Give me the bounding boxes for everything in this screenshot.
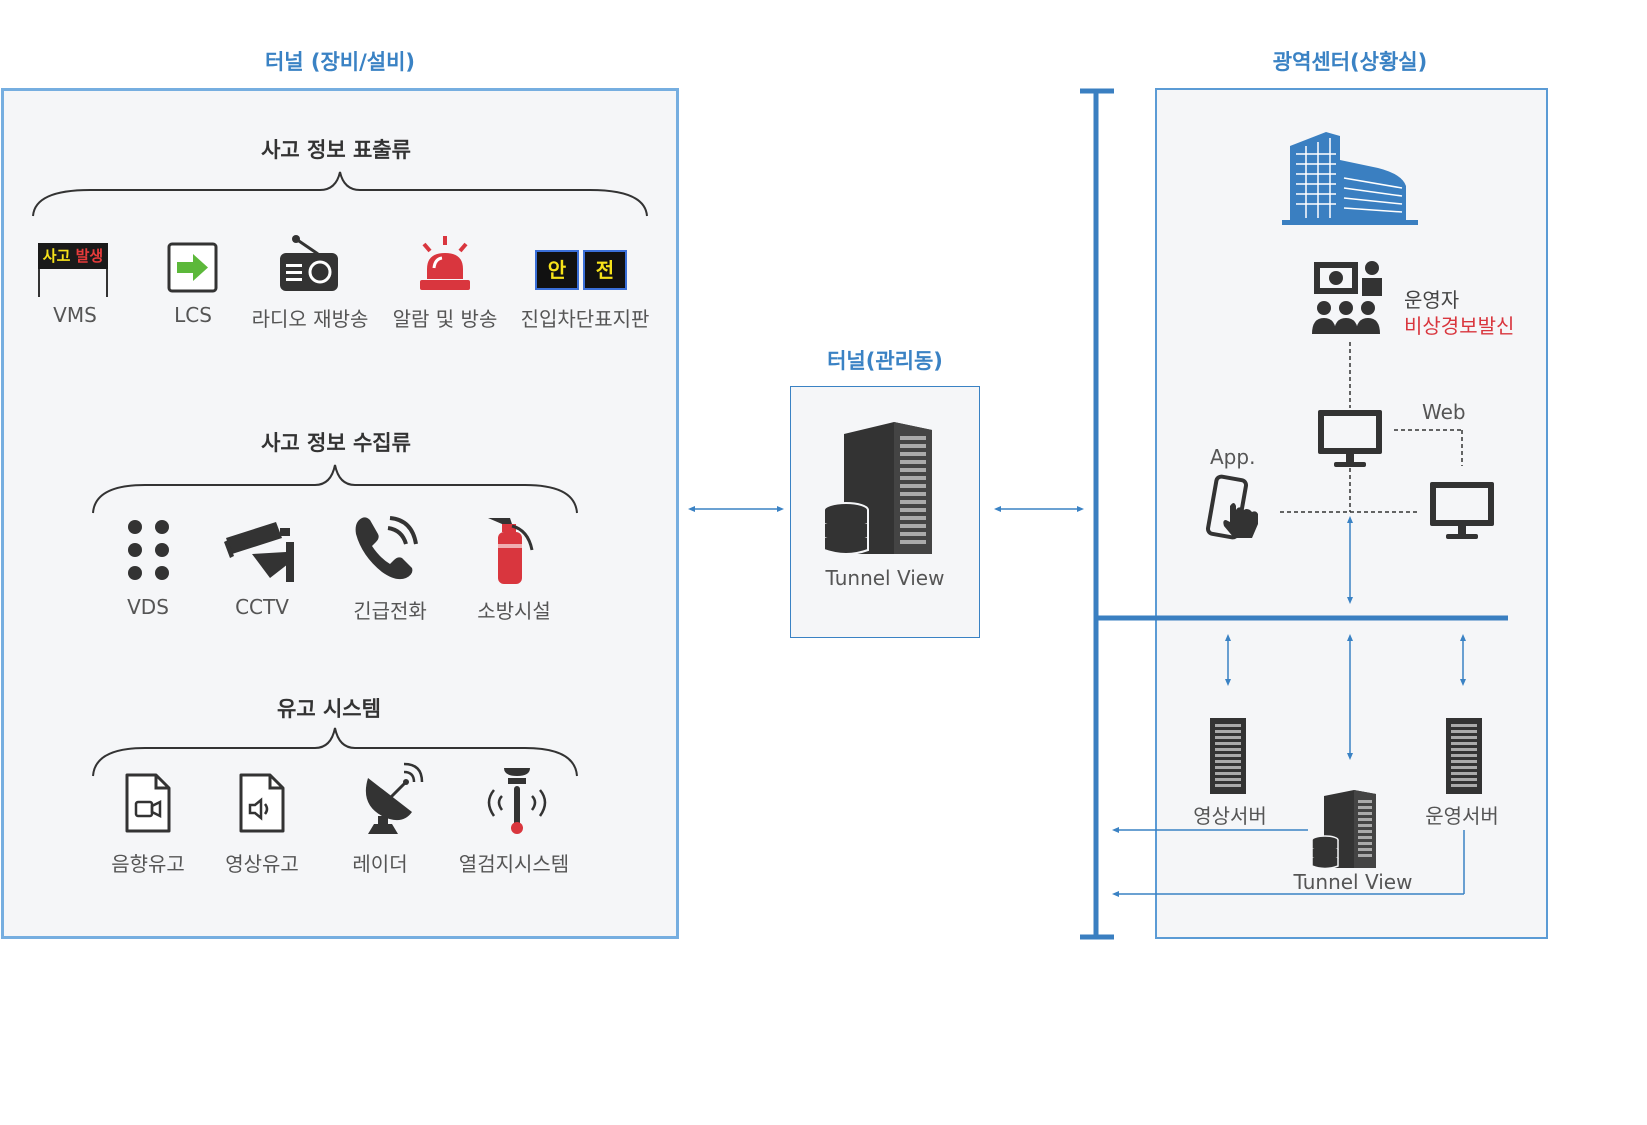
- group-title-collect: 사고 정보 수집류: [261, 431, 411, 455]
- video-file-icon: [125, 773, 171, 833]
- web-monitor-icon: [1430, 482, 1494, 539]
- entry-block-sign-icon: 안 전: [535, 250, 627, 290]
- vms-pole-icon: [38, 269, 108, 297]
- arrow-tunnel-view: [1347, 634, 1353, 760]
- radio-icon: [280, 235, 338, 291]
- sign-cell-1: 안: [535, 250, 579, 290]
- emergency-alert-label: 비상경보발신: [1404, 314, 1515, 338]
- siren-icon: [420, 236, 470, 290]
- radar-dish-icon: [365, 762, 424, 834]
- label-cctv: CCTV: [235, 595, 289, 619]
- network-backbone: [1080, 88, 1508, 940]
- web-label: Web: [1422, 400, 1466, 424]
- heat-detector-icon: [487, 768, 547, 834]
- server-rack-icon: [823, 422, 932, 555]
- fire-extinguisher-icon: [488, 518, 534, 584]
- ops-server-icon: [1446, 718, 1482, 794]
- operator-meeting-icon: [1312, 261, 1382, 334]
- vms-sign-icon: 사고 발생: [38, 243, 108, 269]
- label-fire: 소방시설: [477, 599, 551, 623]
- monitor-icon: [1318, 410, 1382, 467]
- label-entry-block: 진입차단표지판: [520, 307, 650, 331]
- label-radio: 라디오 재방송: [251, 307, 369, 331]
- vms-text-2: 발생: [75, 247, 104, 265]
- group-title-display: 사고 정보 표출류: [261, 138, 411, 162]
- video-server-label: 영상서버: [1193, 804, 1267, 828]
- arrow-monitor-backbone: [1347, 516, 1353, 604]
- sign-cell-2: 전: [583, 250, 627, 290]
- tunnel-view-small-label: Tunnel View: [1293, 870, 1413, 894]
- brace-display: [32, 171, 648, 217]
- lane-control-arrow-icon: [167, 242, 218, 293]
- left-panel-title: 터널 (장비/설비): [264, 50, 416, 74]
- building-icon: [1282, 132, 1418, 225]
- arrow-middle-right: [994, 506, 1084, 512]
- group-title-incident: 유고 시스템: [277, 697, 381, 721]
- label-heat: 열검지시스템: [458, 852, 570, 876]
- label-radar: 레이더: [352, 852, 408, 876]
- label-vms: VMS: [53, 303, 97, 327]
- mobile-touch-icon: [1205, 474, 1258, 540]
- vds-dots-icon: [128, 520, 169, 580]
- brace-collect: [92, 464, 578, 514]
- cctv-camera-icon: [224, 522, 294, 582]
- tunnel-equipment-panel: [1, 88, 679, 939]
- label-video-incident: 영상유고: [225, 852, 299, 876]
- arrow-left-middle: [688, 506, 784, 512]
- tunnel-view-server-icon: [1311, 790, 1376, 870]
- operator-label: 운영자: [1404, 288, 1460, 312]
- label-phone: 긴급전화: [353, 599, 427, 623]
- feedback-arrows: [1112, 827, 1465, 897]
- label-lcs: LCS: [174, 303, 212, 327]
- tunnel-view-label: Tunnel View: [825, 566, 945, 590]
- arrow-ops-server: [1460, 634, 1466, 686]
- right-panel-title: 광역센터(상황실): [1272, 50, 1428, 74]
- label-siren: 알람 및 방송: [392, 307, 498, 331]
- phone-icon: [355, 516, 418, 580]
- audio-file-icon: [239, 773, 285, 833]
- middle-title: 터널(관리동): [827, 349, 943, 373]
- brace-incident: [92, 727, 578, 777]
- vms-text-1: 사고: [42, 247, 71, 265]
- dashed-connectors: [1280, 342, 1463, 513]
- app-label: App.: [1210, 445, 1256, 469]
- arrow-video-server: [1225, 634, 1231, 686]
- label-vds: VDS: [127, 595, 169, 619]
- label-sound-incident: 음향유고: [111, 852, 185, 876]
- ops-server-label: 운영서버: [1425, 804, 1499, 828]
- video-server-icon: [1210, 718, 1246, 794]
